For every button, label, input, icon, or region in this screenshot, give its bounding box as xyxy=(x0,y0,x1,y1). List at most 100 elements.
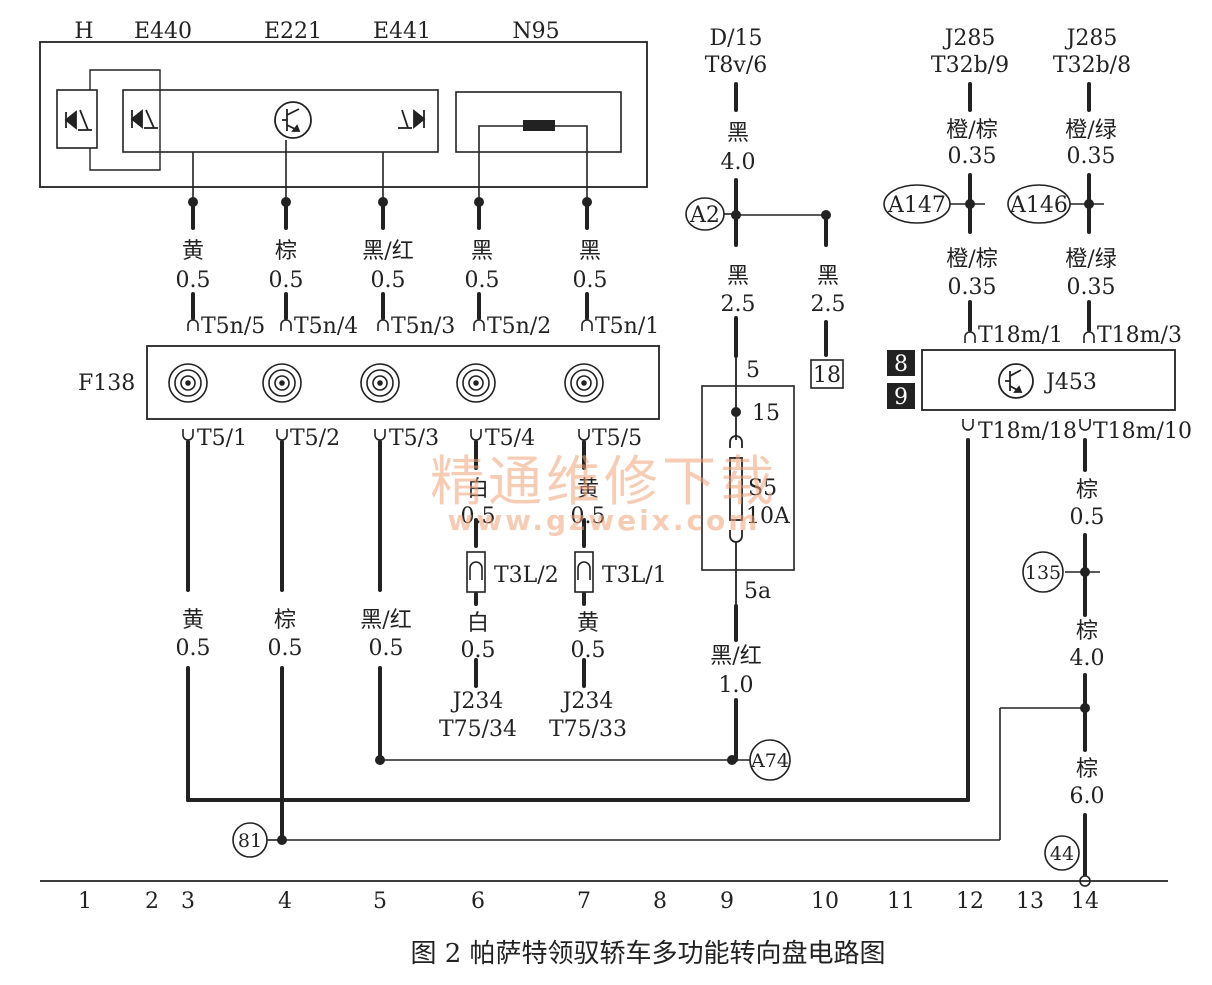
connector-t3l-2-icon xyxy=(466,551,486,593)
label-e221: E221 xyxy=(264,19,322,44)
fuse-pin-15: 15 xyxy=(752,401,780,426)
a147-gauge: 0.35 xyxy=(948,144,997,169)
component-box: H E440 E221 E441 N95 xyxy=(39,19,648,200)
wire-color-3: 黑/红 xyxy=(362,239,413,264)
conn-t5-3: T5/3 xyxy=(389,426,439,451)
node-a147: A147 xyxy=(887,193,946,218)
d15-header-1: D/15 xyxy=(709,26,762,51)
mid-color-6: 白 xyxy=(467,477,489,502)
a147-color2: 橙/棕 xyxy=(946,247,997,272)
grid-num-5: 5 xyxy=(373,889,387,914)
gnd-w1-color: 棕 xyxy=(1076,478,1098,503)
mid-color2-7: 黄 xyxy=(577,611,599,636)
conn-t5n-1: T5n/1 xyxy=(595,314,659,339)
dest-j234-34-a: J234 xyxy=(451,689,504,714)
conn-t5n-2: T5n/2 xyxy=(487,314,551,339)
d15-branch-color: 黑 xyxy=(817,264,839,289)
d15-branch-gauge: 2.5 xyxy=(811,292,846,317)
wire-gauge-2: 0.5 xyxy=(269,268,304,293)
mid-gauge2-6: 0.5 xyxy=(461,638,496,663)
conn-t5-1: T5/1 xyxy=(197,426,247,451)
grid-num-11: 11 xyxy=(887,889,915,914)
watermark-cn: 精通维修下载 xyxy=(430,450,778,513)
grid-numbers: 1 2 3 4 5 6 7 8 9 10 11 12 13 14 xyxy=(78,889,1099,914)
upper-wires: 黄 0.5 棕 0.5 黑/红 0.5 黑 0.5 黑 0.5 T5n/5 T5… xyxy=(176,197,659,339)
gnd-w2-color: 棕 xyxy=(1076,619,1098,644)
connector-t3l-1-icon xyxy=(574,551,594,593)
grid-num-3: 3 xyxy=(181,889,195,914)
lower-gauge-1: 0.5 xyxy=(176,636,211,661)
dest-j234-34-b: T75/34 xyxy=(439,717,517,742)
conn-t18m-3: T18m/3 xyxy=(1097,323,1182,348)
conn-t18m-1: T18m/1 xyxy=(978,323,1063,348)
gnd-w1-gauge: 0.5 xyxy=(1070,505,1105,530)
lower-wires: 黄 0.5 棕 0.5 黑/红 0.5 白 0.5 T3L/2 白 0.5 J2… xyxy=(176,438,1085,845)
gnd-w2-gauge: 4.0 xyxy=(1070,646,1105,671)
mid-gauge-7: 0.5 xyxy=(571,504,606,529)
conn-t3l-1: T3L/1 xyxy=(602,563,667,588)
ground-81: 81 xyxy=(238,830,262,852)
d15-w2-color: 黑 xyxy=(727,264,749,289)
grid-num-13: 13 xyxy=(1016,889,1044,914)
a147-gauge2: 0.35 xyxy=(948,275,997,300)
clock-spring-f138: F138 T5/1 T5/2 T5/3 T5/4 T5/5 xyxy=(78,345,660,451)
mid-color2-6: 白 xyxy=(467,611,489,636)
switch-e440-icon xyxy=(130,109,158,129)
mid-gauge-6: 0.5 xyxy=(461,504,496,529)
wire-color-4: 黑 xyxy=(471,239,493,264)
grid-num-2: 2 xyxy=(145,889,159,914)
conn-t5-5: T5/5 xyxy=(592,426,642,451)
j285-9-header-2: T32b/9 xyxy=(931,53,1009,78)
gnd-w3-color: 棕 xyxy=(1076,757,1098,782)
conn-t18m-10: T18m/10 xyxy=(1093,419,1192,444)
grid-num-8: 8 xyxy=(653,889,667,914)
figure-caption: 图 2 帕萨特领驭轿车多功能转向盘电路图 xyxy=(410,939,885,969)
watermark: 精通维修下载 www.gzweix.com xyxy=(430,450,778,537)
label-h: H xyxy=(74,19,93,44)
module-j453 xyxy=(921,349,1176,411)
conn-t5n-5: T5n/5 xyxy=(201,314,265,339)
column-right: J285 T32b/9 J285 T32b/8 橙/棕 0.35 橙/绿 0.3… xyxy=(883,26,1192,887)
j285-8-header-1: J285 xyxy=(1065,26,1118,51)
grid-num-1: 1 xyxy=(78,889,92,914)
fuse-rating: 10A xyxy=(746,504,791,529)
d15-w1-gauge: 4.0 xyxy=(721,150,756,175)
conn-t3l-2: T3L/2 xyxy=(494,563,559,588)
wire-gauge-3: 0.5 xyxy=(371,268,406,293)
fuse-name: S5 xyxy=(748,476,777,501)
grid-num-12: 12 xyxy=(956,889,984,914)
label-j453: J453 xyxy=(1044,370,1097,395)
tag-9: 9 xyxy=(894,385,908,410)
conn-t5n-3: T5n/3 xyxy=(391,314,455,339)
conn-t5-2: T5/2 xyxy=(290,426,340,451)
transistor-e221-icon xyxy=(274,101,312,139)
node-a74: A74 xyxy=(750,750,789,772)
ground-44: 44 xyxy=(1050,843,1074,865)
lower-gauge-2: 0.5 xyxy=(268,636,303,661)
wire-gauge-4: 0.5 xyxy=(465,268,500,293)
a146-color2: 橙/绿 xyxy=(1065,247,1116,272)
node-a2: A2 xyxy=(689,203,720,228)
label-e440: E440 xyxy=(134,19,192,44)
grid-num-6: 6 xyxy=(471,889,485,914)
switch-e441-icon xyxy=(398,109,426,129)
j285-9-header-1: J285 xyxy=(943,26,996,51)
fuse-pin-5: 5 xyxy=(746,358,760,383)
dest-j234-33-b: T75/33 xyxy=(549,717,627,742)
label-n95: N95 xyxy=(512,19,559,44)
conn-t5-4: T5/4 xyxy=(485,426,535,451)
mid-gauge2-7: 0.5 xyxy=(571,638,606,663)
wire-color-5: 黑 xyxy=(579,239,601,264)
conn-t5n-4: T5n/4 xyxy=(294,314,358,339)
a146-gauge: 0.35 xyxy=(1067,144,1116,169)
node-a146: A146 xyxy=(1009,193,1068,218)
tag-8: 8 xyxy=(894,352,908,377)
fuse-pin-5a: 5a xyxy=(744,579,771,604)
transistor-j453-icon xyxy=(998,363,1034,399)
d15-header-2: T8v/6 xyxy=(705,53,768,78)
wire-color-1: 黄 xyxy=(182,239,204,264)
a146-color: 橙/绿 xyxy=(1065,118,1116,143)
d15-w3-color: 黑/红 xyxy=(710,644,761,669)
gnd-w3-gauge: 6.0 xyxy=(1070,784,1105,809)
